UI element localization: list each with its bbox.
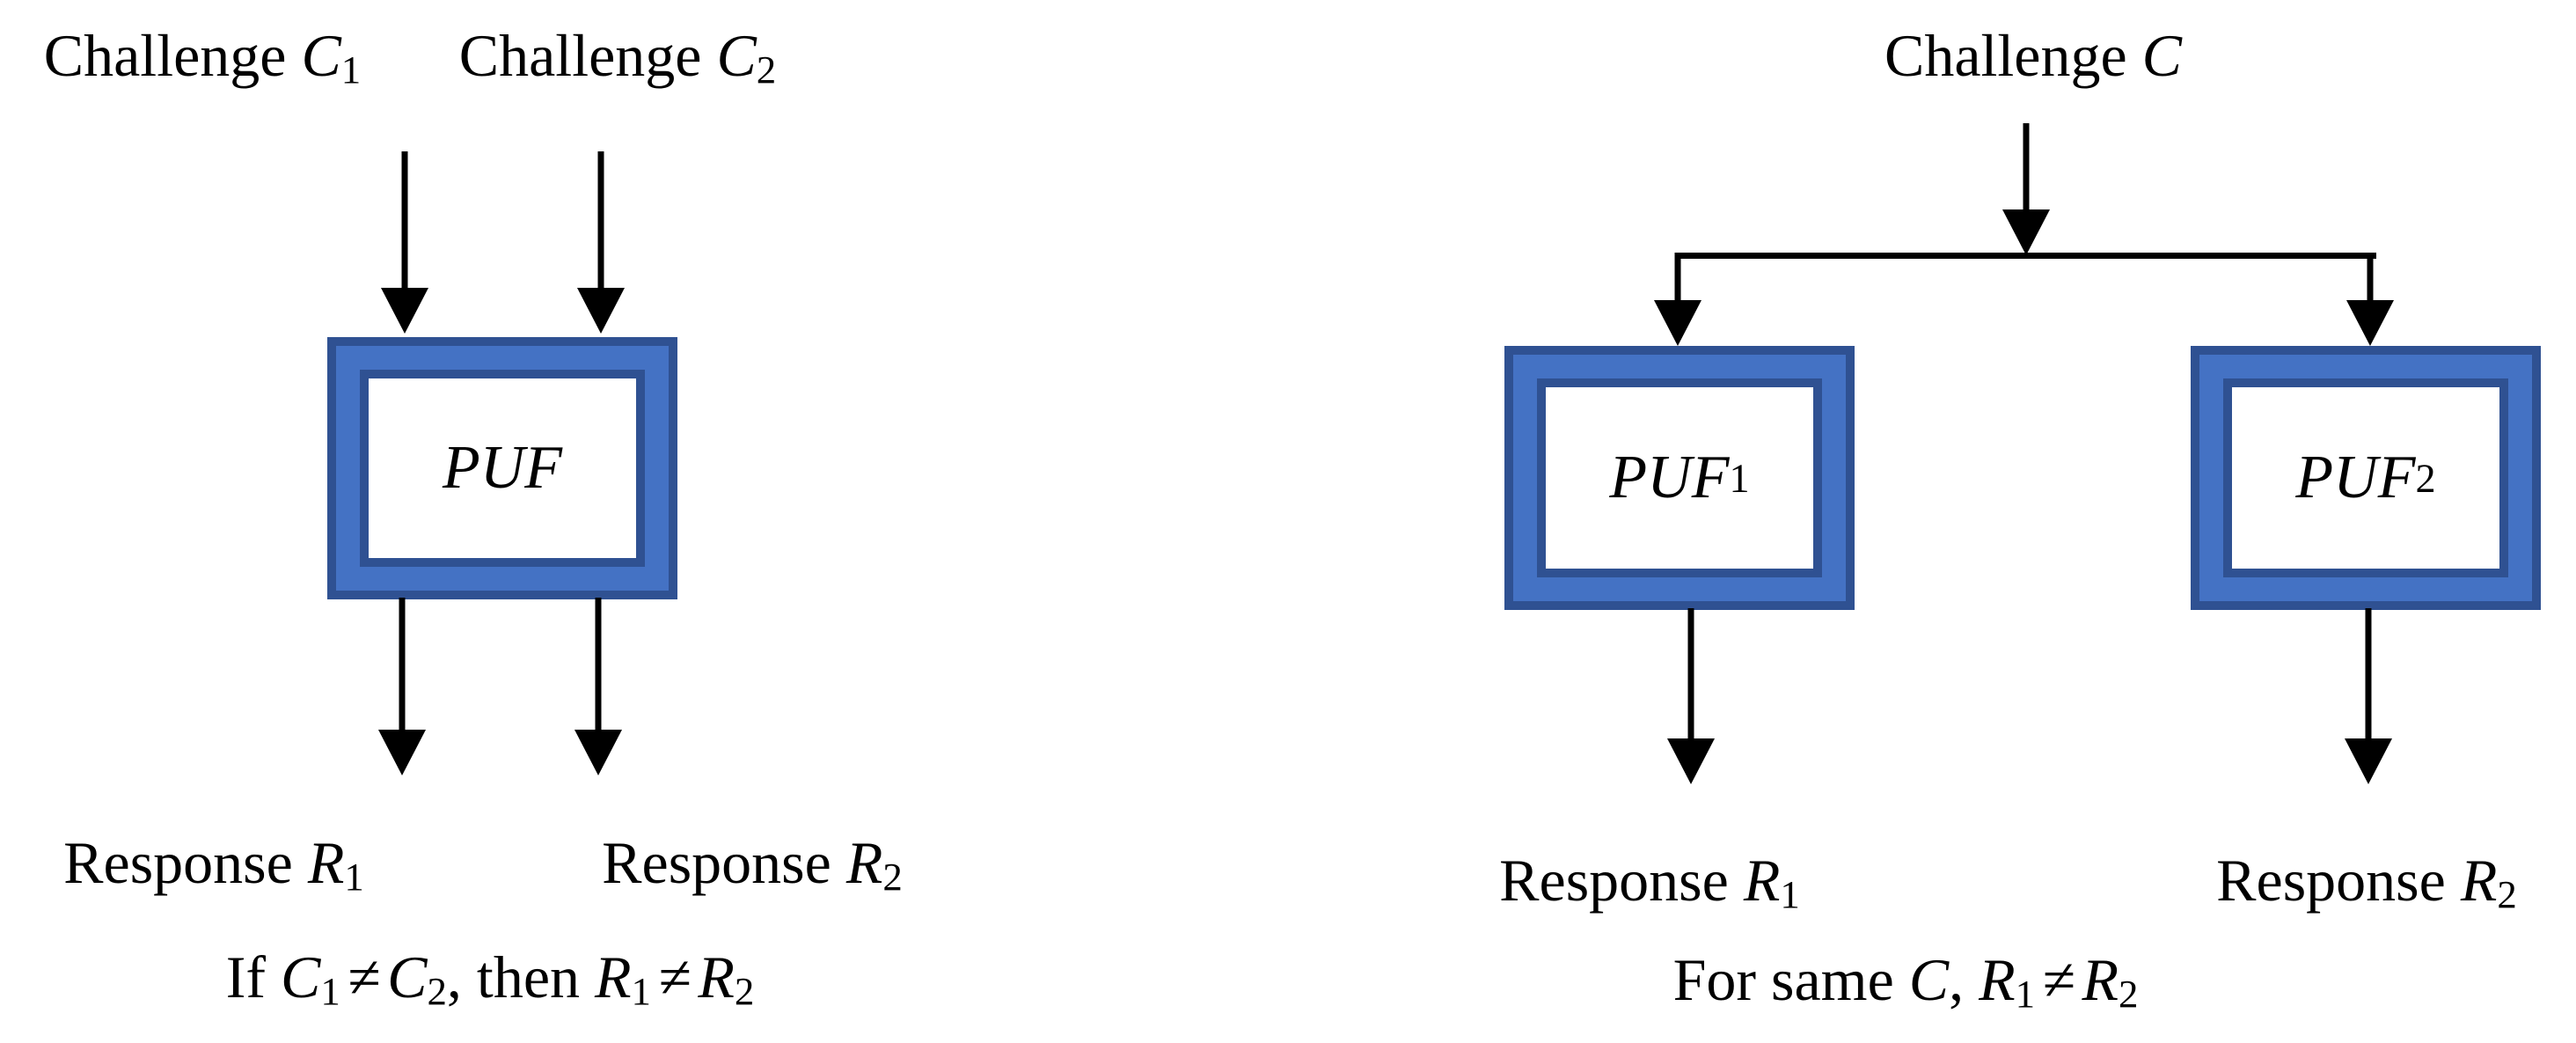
arrowhead-down-icon — [381, 288, 428, 334]
variable-c: C — [301, 22, 341, 89]
variable-c: C — [1908, 946, 1950, 1013]
right-caption: For same C, R1≠R2 — [1672, 946, 2139, 1017]
subscript: 2 — [882, 855, 903, 900]
subscript: 1 — [631, 969, 651, 1014]
variable-r: R — [845, 829, 883, 896]
left-puf-box-inner: PUF — [360, 370, 645, 567]
variable-c: C — [387, 944, 428, 1010]
arrowhead-down-icon — [2345, 738, 2392, 784]
subscript: 2 — [756, 48, 777, 92]
variable-r: R — [1743, 847, 1781, 914]
variable-r: R — [307, 829, 345, 896]
right-response2-label: Response R2 — [2216, 847, 2517, 917]
left-puf-box: PUF — [327, 337, 677, 599]
arrowhead-down-icon — [577, 288, 625, 334]
subscript: 1 — [344, 855, 364, 900]
variable-r: R — [1979, 946, 2016, 1013]
arrow-line — [2367, 253, 2374, 302]
right-challenge-label: Challenge C — [1884, 22, 2183, 91]
variable-r: R — [595, 944, 632, 1010]
subscript: 1 — [1780, 872, 1800, 917]
subscript: 1 — [340, 48, 362, 92]
arrowhead-down-icon — [2346, 300, 2394, 346]
label-text: Challenge — [43, 22, 302, 89]
label-text: Response — [2216, 847, 2461, 914]
subscript: 1 — [1729, 455, 1750, 501]
arrowhead-down-icon — [574, 730, 622, 775]
arrow-line — [399, 598, 406, 731]
subscript: 1 — [2015, 972, 2036, 1017]
caption-text: , then — [446, 944, 595, 1010]
puf-label: PUF — [2295, 444, 2416, 511]
label-text: Response — [63, 829, 308, 896]
label-text: Response — [602, 829, 846, 896]
arrow-line — [2023, 123, 2030, 211]
branch-connector-line — [1675, 253, 2376, 259]
arrow-line — [2365, 608, 2372, 740]
variable-r: R — [698, 944, 735, 1010]
variable-r: R — [2082, 946, 2119, 1013]
puf-label: PUF — [1609, 444, 1730, 511]
subscript: 2 — [427, 969, 447, 1014]
left-caption: If C1≠C2, then R1≠R2 — [225, 944, 755, 1014]
subscript: 2 — [2415, 455, 2436, 501]
variable-c: C — [716, 22, 757, 89]
not-equal-sign: ≠ — [347, 944, 381, 1010]
subscript: 2 — [2497, 872, 2517, 917]
right-response1-label: Response R1 — [1499, 847, 1800, 917]
caption-text: If — [225, 944, 281, 1010]
variable-c: C — [2141, 22, 2183, 89]
left-response1-label: Response R1 — [63, 829, 364, 900]
arrowhead-down-icon — [1667, 738, 1715, 784]
label-text: Challenge — [1884, 22, 2142, 89]
variable-r: R — [2460, 847, 2498, 914]
subscript: 1 — [320, 969, 340, 1014]
caption-text: For same — [1672, 946, 1909, 1013]
arrowhead-down-icon — [378, 730, 426, 775]
arrow-line — [401, 151, 408, 290]
subscript: 2 — [2118, 972, 2139, 1017]
arrow-line — [597, 151, 604, 290]
left-response2-label: Response R2 — [602, 829, 903, 900]
not-equal-sign: ≠ — [657, 944, 692, 1010]
left-challenge1-label: Challenge C1 — [43, 22, 362, 92]
caption-text: , — [1949, 946, 1980, 1013]
arrow-line — [1674, 253, 1681, 302]
left-challenge2-label: Challenge C2 — [458, 22, 777, 92]
label-text: Challenge — [458, 22, 717, 89]
arrowhead-down-icon — [2002, 209, 2050, 255]
subscript: 2 — [734, 969, 755, 1014]
arrow-line — [1687, 608, 1694, 740]
arrow-line — [595, 598, 602, 731]
variable-c: C — [281, 944, 321, 1010]
arrowhead-down-icon — [1654, 300, 1701, 346]
label-text: Response — [1499, 847, 1744, 914]
puf-label: PUF — [442, 434, 563, 502]
not-equal-sign: ≠ — [2042, 946, 2075, 1013]
